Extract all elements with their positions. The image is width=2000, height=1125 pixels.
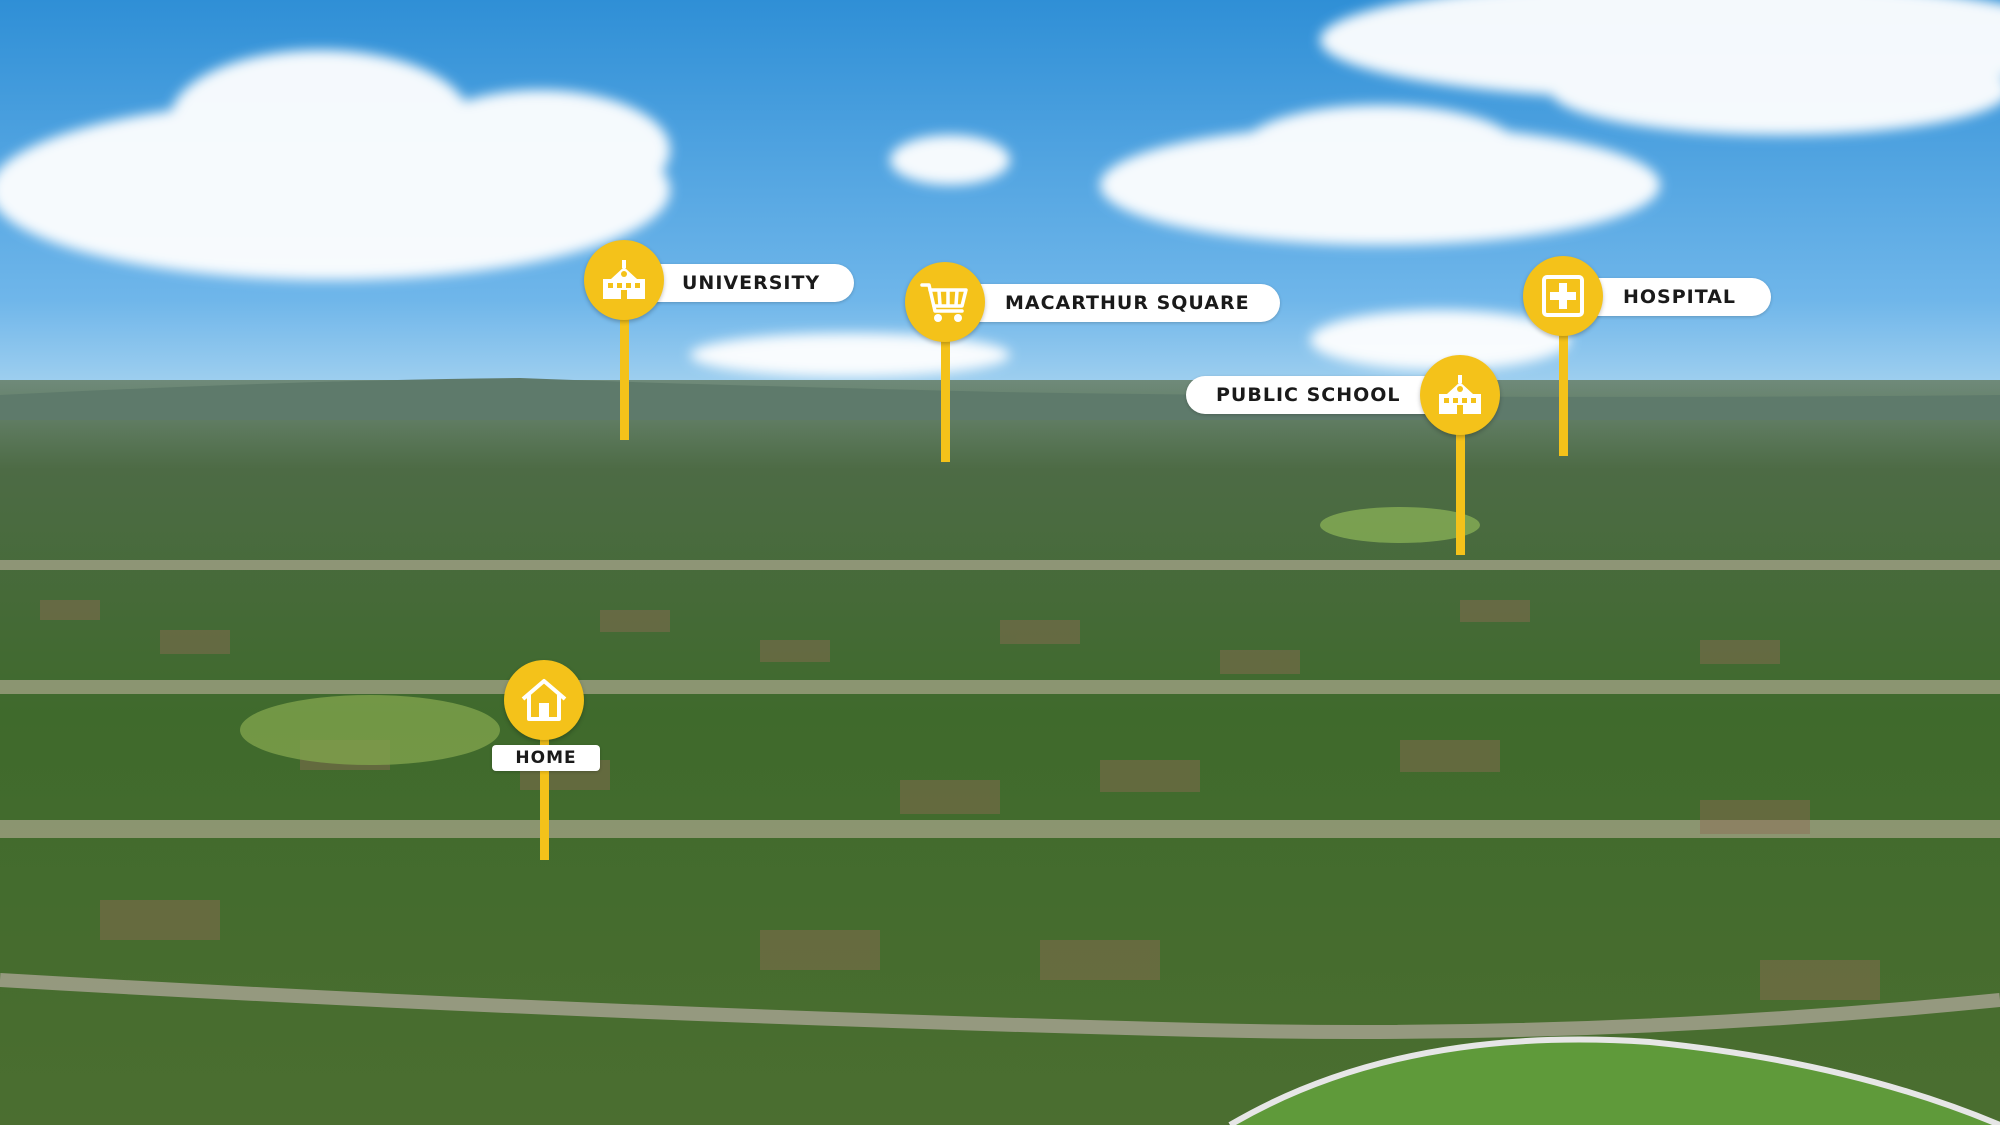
marker-university-stem [620,310,629,440]
marker-macarthur-square-stem [941,332,950,462]
university-label-text: UNIVERSITY [682,272,821,294]
school-building-icon [1420,355,1500,435]
marker-home-stem [540,730,549,860]
medical-cross-icon [1523,256,1603,336]
marker-university[interactable]: UNIVERSITY [584,240,854,440]
marker-hospital-stem [1559,326,1568,456]
shopping-cart-icon [905,262,985,342]
marker-home-label: HOME [492,745,600,771]
marker-home[interactable]: HOME [490,660,602,860]
marker-public-school-stem [1456,425,1465,555]
macarthur-square-label-text: MACARTHUR SQUARE [1005,292,1250,314]
marker-macarthur-square-label: MACARTHUR SQUARE [945,284,1280,322]
home-label-text: HOME [515,748,577,768]
marker-public-school[interactable]: PUBLIC SCHOOL [1186,355,1504,555]
marker-macarthur-square[interactable]: MACARTHUR SQUARE [905,262,1280,462]
marker-public-school-label: PUBLIC SCHOOL [1186,376,1454,414]
marker-hospital[interactable]: HOSPITAL [1523,256,1771,456]
hospital-label-text: HOSPITAL [1623,286,1737,308]
public-school-label-text: PUBLIC SCHOOL [1216,384,1401,406]
house-icon [504,660,584,740]
school-building-icon [584,240,664,320]
